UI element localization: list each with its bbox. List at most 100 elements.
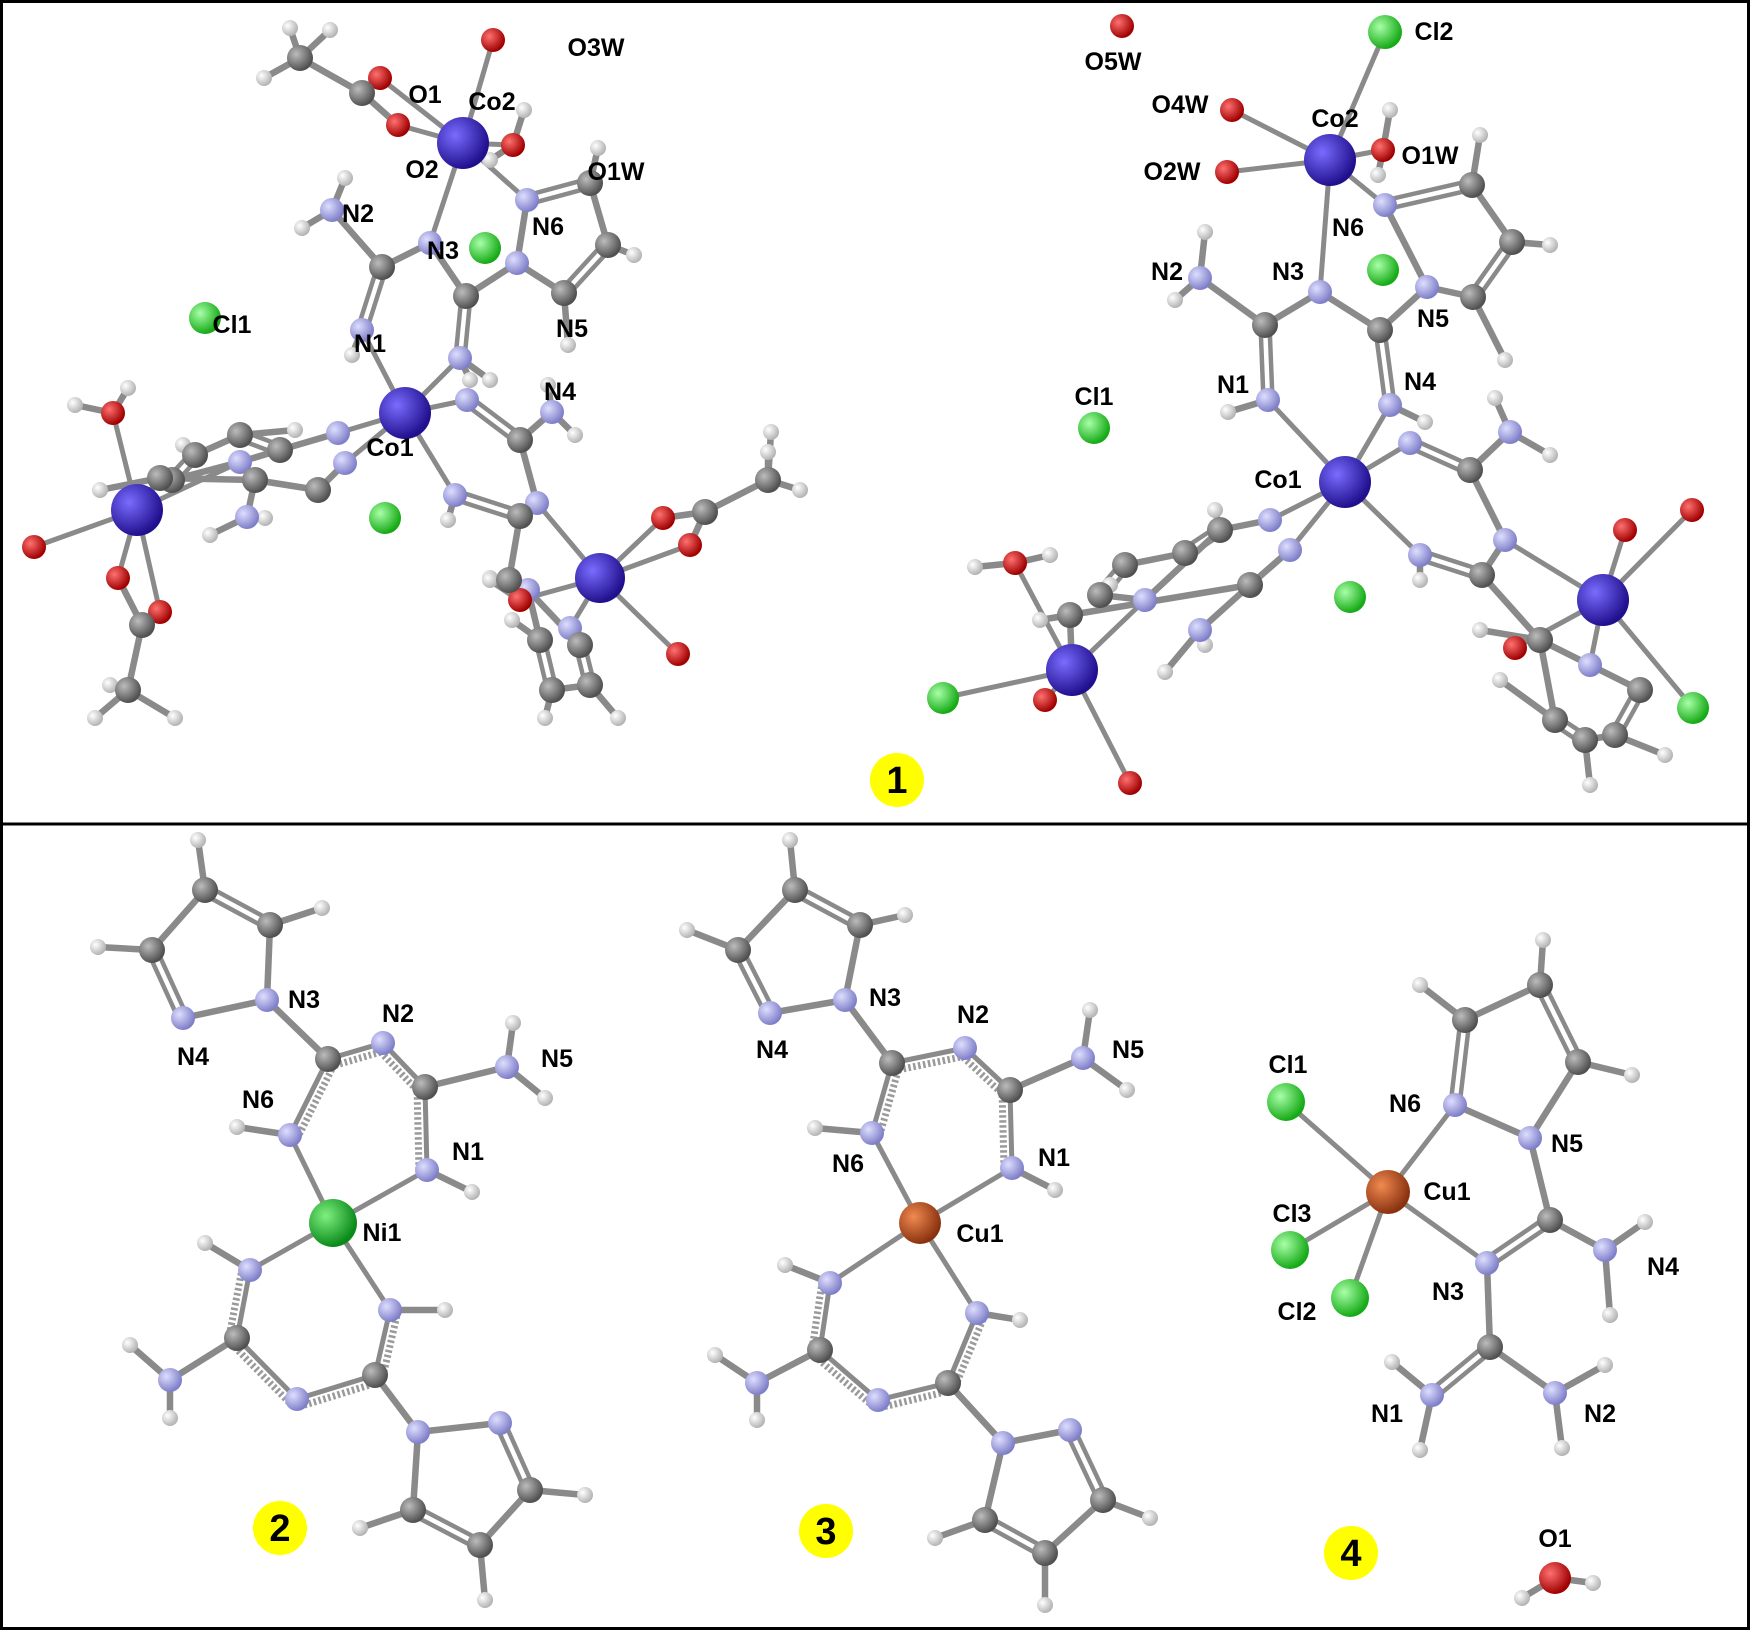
atom-label: N1 (1217, 371, 1249, 399)
cobalt-atom (111, 484, 163, 536)
hydrogen-atom (1582, 777, 1598, 793)
hydrogen-atom (610, 710, 626, 726)
nitrogen-atom (1498, 420, 1522, 444)
nitrogen-atom (1258, 508, 1282, 532)
bond (1006, 1054, 1087, 1094)
hydrogen-atom (1220, 404, 1236, 420)
nitrogen-atom (1133, 588, 1157, 612)
hydrogen-atom (1417, 414, 1433, 430)
oxygen-atom (508, 588, 532, 612)
double-bond (1457, 1018, 1472, 1108)
hydrogen-atom (1167, 292, 1183, 308)
hydrogen-atom (1412, 1442, 1428, 1458)
oxygen-atom (1680, 498, 1704, 522)
hydrogen-atom (537, 1090, 553, 1106)
nitrogen-atom (1593, 1238, 1617, 1262)
carbon-atom (147, 465, 173, 491)
nitrogen-atom (415, 1158, 439, 1182)
bond (766, 996, 849, 1017)
aromatic-bond (234, 1335, 300, 1402)
hydrogen-atom (1542, 447, 1558, 463)
aromatic-bond (422, 1084, 430, 1173)
double-bond (1541, 980, 1585, 1063)
double-bond (200, 891, 271, 932)
atom-label: Co1 (366, 434, 413, 462)
carbon-atom (369, 254, 395, 280)
carbon-atom (782, 877, 808, 903)
double-bond (1063, 1429, 1102, 1505)
delocalized-bond (998, 1090, 1008, 1169)
hydrogen-atom (1047, 1182, 1063, 1198)
hydrogen-atom (1370, 167, 1386, 183)
aromatic-bond (294, 1372, 378, 1402)
delocalized-bond (413, 1087, 423, 1171)
carbon-atom (807, 1337, 833, 1363)
nitrogen-atom (1475, 1251, 1499, 1275)
double-bond (408, 1511, 481, 1552)
bond (1478, 571, 1544, 644)
hydrogen-atom (352, 1520, 368, 1536)
nitrogen-atom (505, 251, 529, 275)
double-bond (794, 883, 865, 924)
nitrogen-atom (448, 346, 472, 370)
delocalized-bond (876, 1064, 904, 1137)
double-bond (1382, 327, 1397, 407)
carbon-atom (1537, 1207, 1563, 1233)
atom-label: N3 (1272, 258, 1304, 286)
hydrogen-atom (782, 832, 798, 848)
atom-layer (90, 832, 593, 1608)
nitrogen-atom (1308, 280, 1332, 304)
atom-label: N4 (177, 1043, 209, 1071)
bond (1526, 1058, 1582, 1142)
carbon-atom (257, 912, 283, 938)
atom-label: N3 (427, 237, 459, 265)
atom-label: N4 (1404, 368, 1436, 396)
panel-label-4: 4 (1340, 1533, 1361, 1575)
atom-label: N3 (869, 984, 901, 1012)
atom-label: N5 (541, 1045, 573, 1073)
hydrogen-atom (229, 1119, 245, 1135)
nitrogen-atom (278, 1123, 302, 1147)
nitrogen-atom (255, 988, 279, 1012)
nitrogen-atom (171, 1006, 195, 1030)
nitrogen-atom (1378, 393, 1402, 417)
atom-label: N1 (1038, 1144, 1070, 1172)
panel-badge-1: 1 (870, 753, 924, 807)
hydrogen-atom (314, 900, 330, 916)
cobalt-atom (1319, 456, 1371, 508)
hydrogen-atom (1657, 747, 1673, 763)
hydrogen-atom (1497, 352, 1513, 368)
nitrogen-atom (235, 505, 259, 529)
carbon-atom (224, 1325, 250, 1351)
hydrogen-atom (1492, 672, 1508, 688)
hydrogen-atom (102, 677, 118, 693)
atom-label: N3 (288, 986, 320, 1014)
atom-layer (1267, 932, 1653, 1606)
atom-label: Cl3 (1273, 1200, 1312, 1228)
nitrogen-atom (1373, 193, 1397, 217)
nitrogen-atom (378, 1298, 402, 1322)
hydrogen-atom (760, 444, 776, 460)
nitrogen-atom (1578, 653, 1602, 677)
hydrogen-atom (256, 70, 272, 86)
delocalized-bond (294, 1061, 339, 1141)
nitrogen-atom (818, 1271, 842, 1295)
carbon-atom (267, 437, 293, 463)
atom-label: Cl1 (1269, 1051, 1308, 1079)
atom-label: O2W (1144, 158, 1201, 186)
carbon-atom (879, 1050, 905, 1076)
carbon-atom (507, 427, 533, 453)
hydrogen-atom (87, 710, 103, 726)
bond (1536, 636, 1559, 724)
hydrogen-atom (1585, 1575, 1601, 1591)
atom-label: Cl1 (1075, 383, 1114, 411)
nitrogen-atom (158, 1368, 182, 1392)
cobalt-atom (1304, 134, 1356, 186)
chlorine-atom (369, 502, 401, 534)
carbon-atom (453, 283, 479, 309)
carbon-atom (1237, 572, 1263, 598)
nitrogen-atom (1000, 1156, 1024, 1180)
